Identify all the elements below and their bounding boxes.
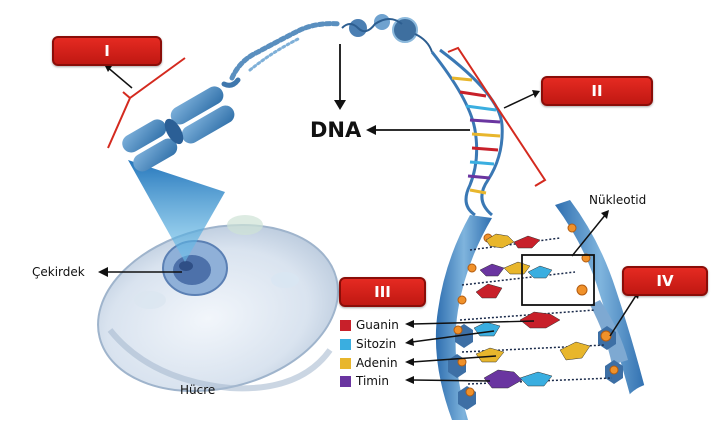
hucre-label: Hücre [180,383,216,397]
base-sitozin: Sitozin [340,337,396,351]
base-adenin: Adenin [340,356,398,370]
label-badge-ii: II [541,76,653,106]
timin-label: Timin [356,374,389,388]
dna-label: DNA [310,118,362,142]
guanin-label: Guanin [356,318,399,332]
base-arrows [411,320,535,382]
label-badge-i: I [52,36,162,66]
arrow-nukleotid [571,213,607,257]
chromatin-fiber [221,21,343,88]
arrow-ii [503,92,537,109]
label-badge-iii: III [339,277,426,307]
base-guanin: Guanin [340,318,399,332]
nucleus [162,240,228,296]
guanin-swatch [340,319,351,331]
base-timin: Timin [340,374,389,388]
dna-helix-large [435,200,646,420]
nucleosomes [341,14,433,53]
label-badge-iv: IV [622,266,708,296]
bracket-ii [447,46,547,187]
chromosome [122,86,235,172]
nukleotid-label: Nükleotid [589,193,647,207]
sitozin-label: Sitozin [356,337,397,351]
nucleotide-box [521,254,595,306]
zoom-cone [128,160,225,262]
dna-helix-small [430,48,504,217]
arrow-iv [609,293,638,337]
adenin-label: Adenin [356,356,398,370]
arrow-i [105,65,133,89]
adenin-swatch [340,357,351,369]
cell [97,215,339,393]
sitozin-swatch [340,338,351,350]
cekirdek-label: Çekirdek [32,265,85,279]
timin-swatch [340,375,351,387]
